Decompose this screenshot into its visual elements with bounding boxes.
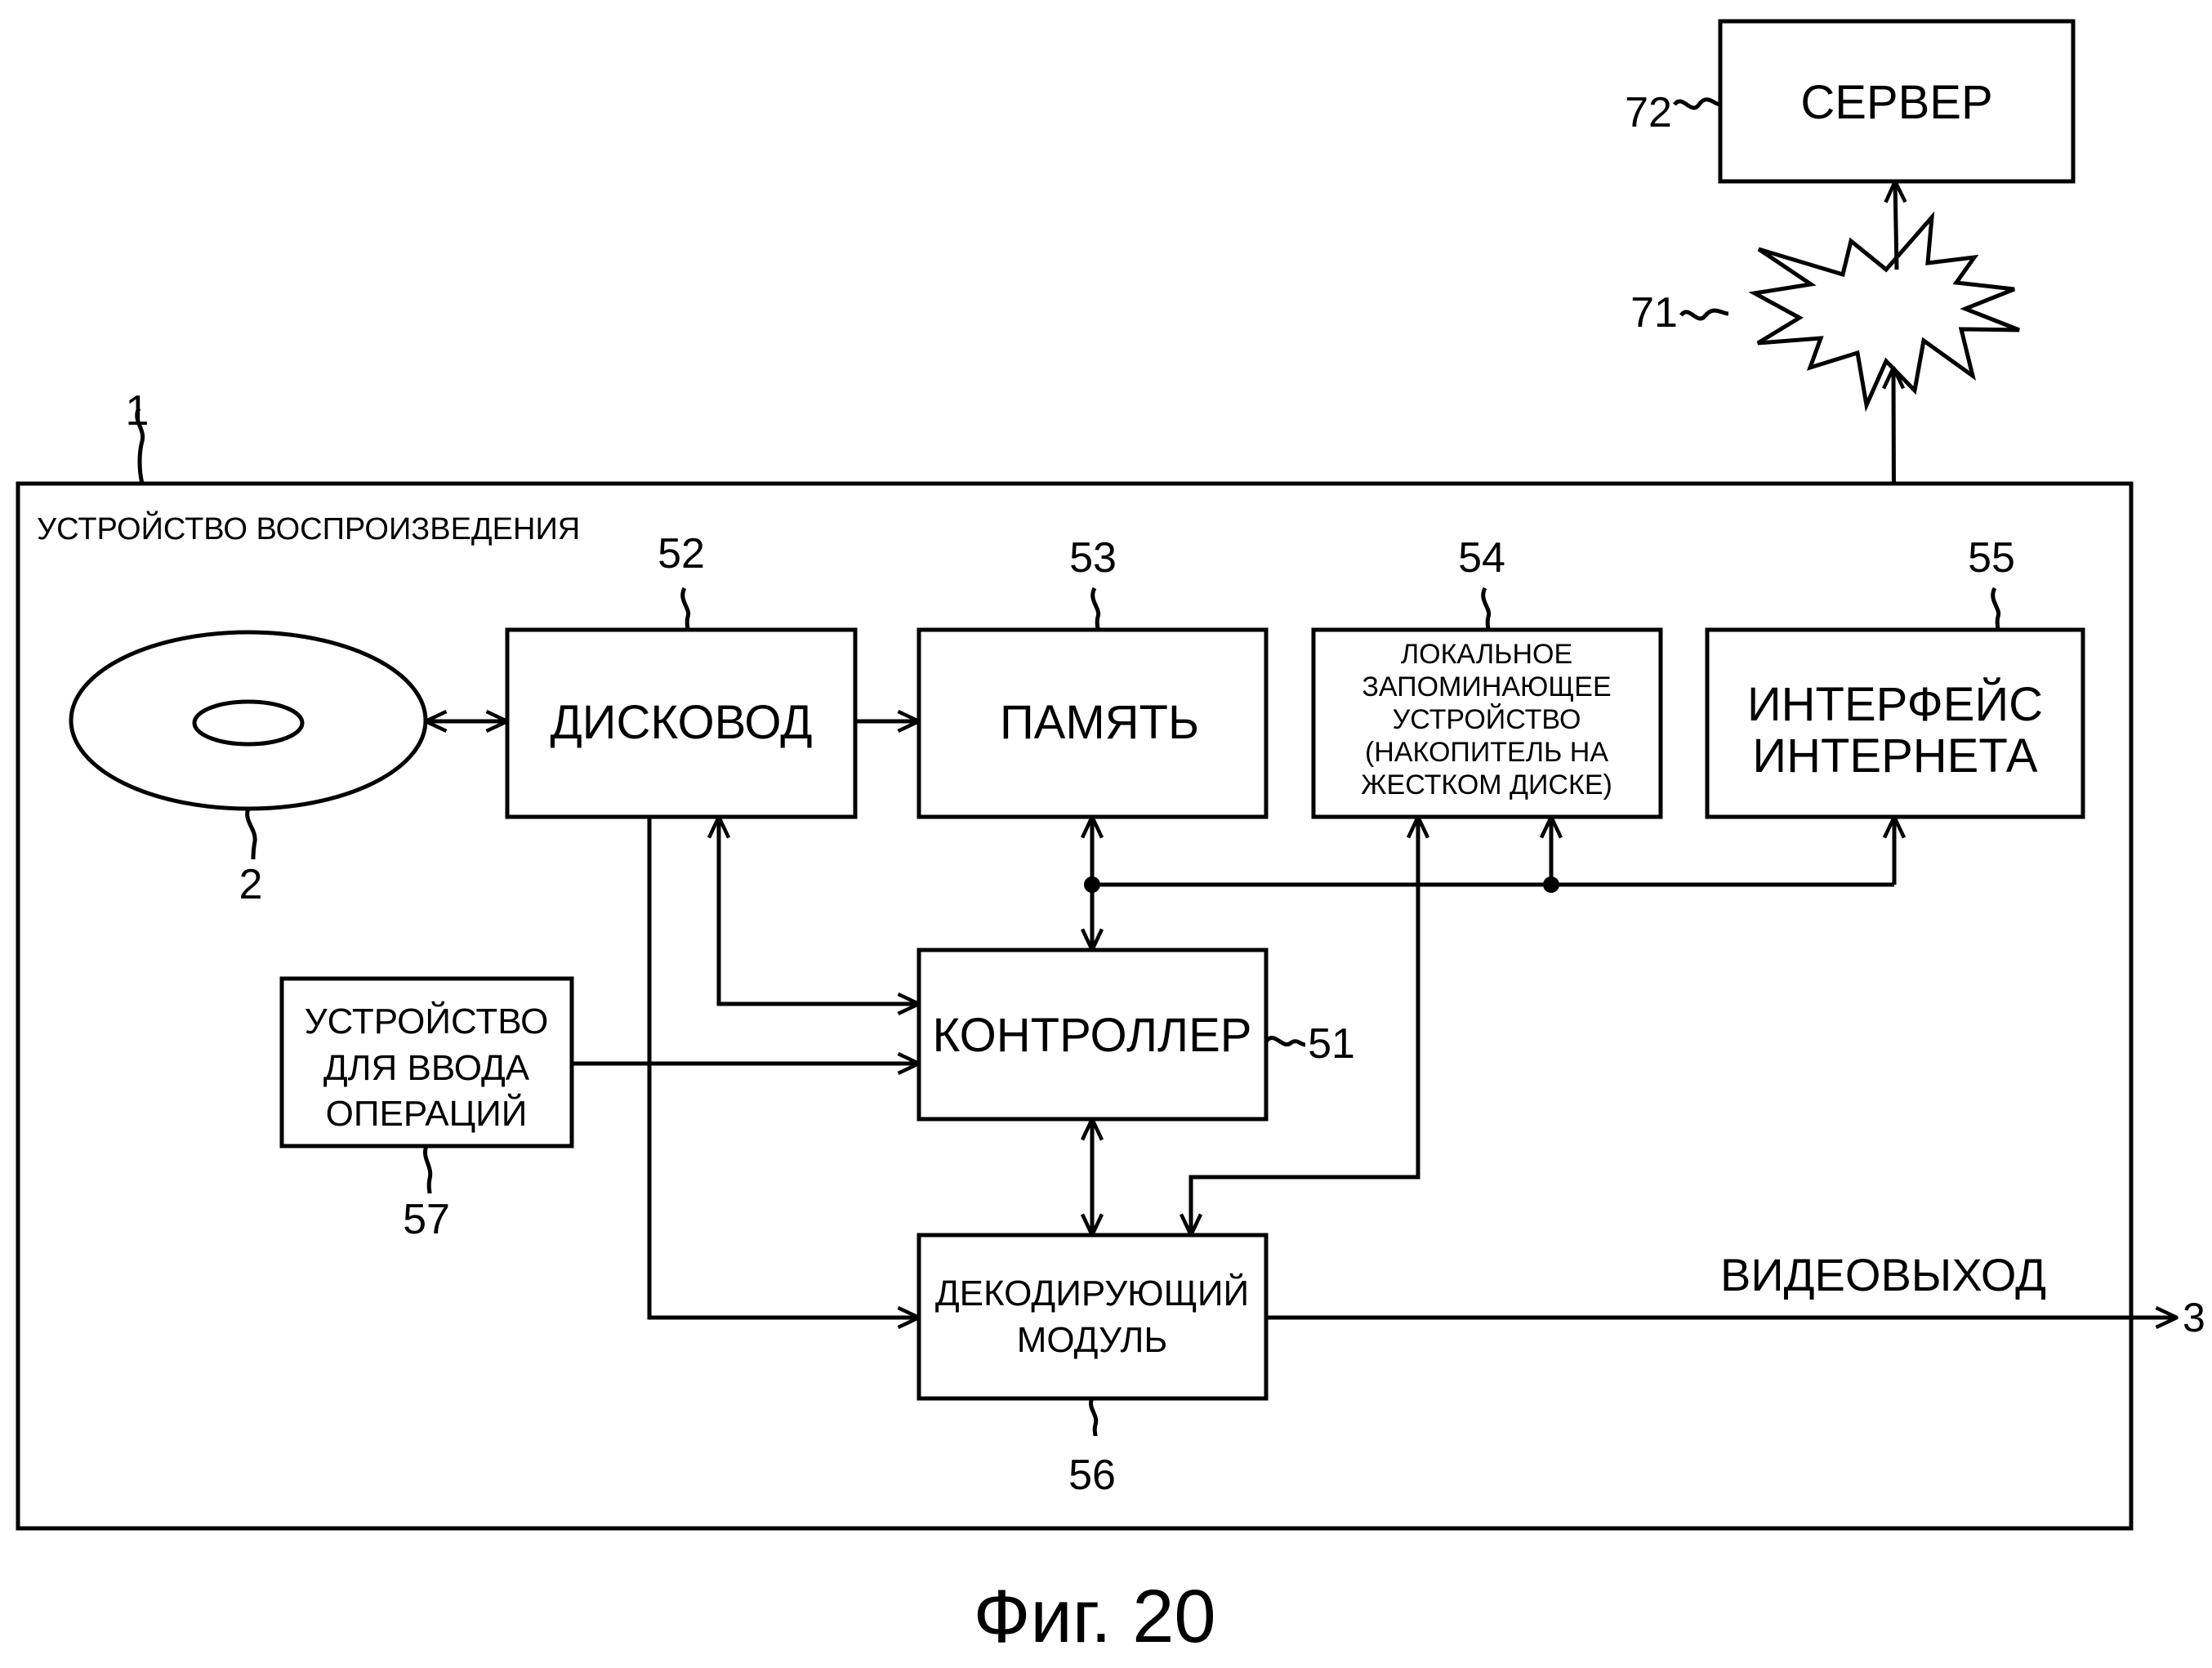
internet-interface-block: ИНТЕРФЕЙС ИНТЕРНЕТА — [1705, 627, 2085, 819]
local-storage-ref: 54 — [1458, 534, 1505, 582]
device-ref-leader — [135, 407, 145, 484]
drive-controller-arrow — [719, 817, 919, 1004]
memory-block: ПАМЯТЬ — [916, 627, 1269, 819]
server-label: СЕРВЕР — [1800, 76, 1992, 129]
disk-drive-ref: 52 — [658, 530, 705, 578]
output-ref: 3 — [2183, 1295, 2205, 1340]
operation-input-ref-leader — [423, 1145, 433, 1194]
local-storage-label-line3: УСТРОЙСТВО — [1393, 704, 1581, 735]
memory-ref-leader — [1090, 586, 1101, 631]
decoder-label-line2: МОДУЛЬ — [1017, 1320, 1167, 1360]
controller-ref: 51 — [1308, 1020, 1355, 1068]
local-storage-ref-leader — [1481, 586, 1492, 631]
disc-ref: 2 — [239, 861, 263, 908]
figure-caption: Фиг. 20 — [973, 1575, 1215, 1658]
operation-input-ref: 57 — [403, 1196, 450, 1243]
operation-input-label-line2: ДЛЯ ВВОДА — [323, 1048, 530, 1088]
memory-ref: 53 — [1069, 534, 1117, 582]
decoder-block: ДЕКОДИРУЮЩИЙ МОДУЛЬ — [916, 1233, 1269, 1401]
local-storage-label-line1: ЛОКАЛЬНОЕ — [1401, 639, 1572, 670]
decoder-ref: 56 — [1068, 1452, 1116, 1499]
device-ref: 1 — [126, 387, 149, 435]
internet-interface-ref-leader — [1991, 586, 2001, 631]
internet-interface-label-line1: ИНТЕРФЕЙС — [1747, 678, 2043, 731]
video-output-label: ВИДЕОВЫХОД — [1720, 1249, 2046, 1300]
local-storage-label-line4: (НАКОПИТЕЛЬ НА — [1365, 737, 1608, 768]
disk-drive-block: ДИСКОВОД — [505, 627, 858, 819]
controller-label: КОНТРОЛЛЕР — [933, 1009, 1252, 1062]
operation-input-label-line1: УСТРОЙСТВО — [305, 1000, 549, 1041]
operation-input-block: УСТРОЙСТВО ДЛЯ ВВОДА ОПЕРАЦИЙ — [279, 976, 574, 1148]
disk-drive-label: ДИСКОВОД — [551, 696, 813, 749]
network-ref-leader — [1679, 308, 1729, 321]
internet-interface-label-line2: ИНТЕРНЕТА — [1752, 729, 2037, 783]
disc-icon — [69, 630, 428, 811]
network-burst-icon — [1748, 211, 2020, 413]
server-network-arrow — [1895, 181, 1897, 270]
server-block: СЕРВЕР — [1718, 19, 2076, 184]
server-ref-leader — [1672, 97, 1721, 110]
device-title: УСТРОЙСТВО ВОСПРОИЗВЕДЕНИЯ — [37, 510, 580, 546]
drive-decoder-arrow — [647, 817, 919, 1318]
storage-decoder-arrow — [1191, 817, 1418, 1235]
decoder-ref-leader — [1089, 1397, 1099, 1437]
local-storage-block: ЛОКАЛЬНОЕ ЗАПОМИНАЮЩЕЕ УСТРОЙСТВО (НАКОП… — [1311, 627, 1663, 819]
controller-block: КОНТРОЛЛЕР — [916, 948, 1269, 1122]
network-ref: 71 — [1630, 289, 1678, 337]
local-storage-label-line2: ЗАПОМИНАЮЩЕЕ — [1362, 671, 1611, 702]
disk-drive-ref-leader — [680, 586, 691, 631]
local-storage-label-line5: ЖЕСТКОМ ДИСКЕ) — [1361, 769, 1612, 801]
disc-ref-leader — [245, 808, 257, 860]
controller-ref-leader — [1264, 1036, 1306, 1047]
operation-input-label-line3: ОПЕРАЦИЙ — [326, 1092, 528, 1134]
internet-interface-ref: 55 — [1968, 534, 2015, 582]
decoder-label-line1: ДЕКОДИРУЮЩИЙ — [935, 1272, 1249, 1313]
server-ref: 72 — [1625, 89, 1672, 136]
memory-label: ПАМЯТЬ — [1000, 696, 1199, 749]
